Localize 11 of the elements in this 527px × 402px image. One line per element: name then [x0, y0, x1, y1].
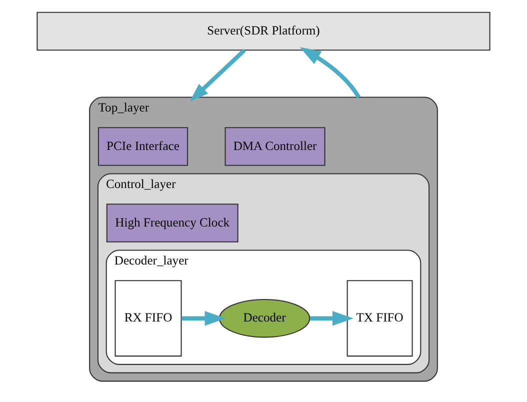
node-box: Server(SDR Platform) — [36, 12, 490, 51]
arrow — [190, 48, 246, 102]
arrow — [181, 311, 226, 326]
node-box: RX FIFO — [114, 280, 182, 357]
node-box: DMA Controller — [224, 127, 326, 166]
node-box: PCIe Interface — [98, 127, 188, 166]
node-ellipse: Decoder — [218, 298, 310, 338]
node-box: TX FIFO — [346, 280, 413, 357]
arrow — [310, 311, 354, 326]
arrow — [300, 47, 361, 98]
node-box: High Frequency Clock — [106, 204, 238, 242]
